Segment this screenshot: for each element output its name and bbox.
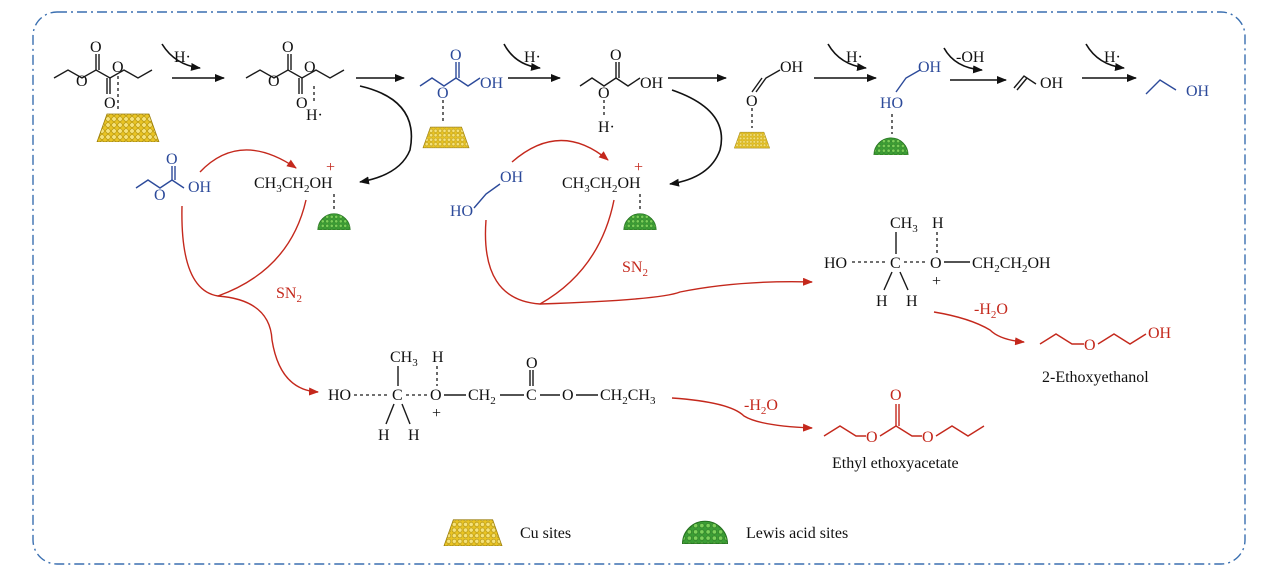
methyl-label: CH3 — [390, 349, 418, 369]
hydroxyl-label: HO — [450, 203, 473, 220]
positive-charge: + — [932, 273, 941, 290]
lewis-acid-site-icon — [873, 137, 909, 155]
lewis-acid-site-icon — [317, 213, 351, 230]
protonated-ethanol-right: CH3CH2OH + — [562, 159, 643, 210]
atom-h: H — [906, 293, 918, 310]
ethoxyethanol-product: O OH 2-Ethoxyethanol — [1039, 325, 1172, 386]
hydroxyl-label: OH — [1040, 75, 1064, 92]
cu-site-icon — [422, 126, 470, 149]
ethyl-glycolate-molecule: O O OH — [419, 47, 504, 122]
ethoxyethanol-transition-state: HO C CH3 H H O H + CH2CH2OH — [824, 215, 1051, 310]
ethanol-formula: CH3CH2OH — [562, 175, 641, 195]
positive-charge: + — [326, 159, 335, 176]
ethyl-group-label: CH2CH3 — [600, 387, 656, 407]
atom-o: O — [1084, 337, 1096, 354]
ethylene-glycol-nucleophile: OH HO — [450, 169, 524, 220]
atom-h: H — [432, 349, 444, 366]
atom-o: O — [437, 85, 449, 102]
h-radical-label: H· — [306, 107, 323, 124]
legend: Cu sites Lewis acid sites — [443, 519, 848, 546]
atom-o: O — [166, 151, 178, 168]
atom-o: O — [610, 47, 622, 64]
atom-c: C — [392, 387, 403, 404]
adsorbed-oxalate-molecule: O O O O H· — [245, 39, 345, 124]
atom-h: H — [932, 215, 944, 232]
hydroxyl-label: OH — [480, 75, 504, 92]
atom-o: O — [296, 95, 308, 112]
atom-o: O — [282, 39, 294, 56]
cu-site-icon — [734, 131, 770, 149]
methyl-label: CH3 — [890, 215, 918, 235]
hydroxyl-label: HO — [880, 95, 903, 112]
atom-o: O — [922, 429, 934, 446]
product-name-ethoxyacetate: Ethyl ethoxyacetate — [832, 455, 959, 472]
h-radical-label: H· — [524, 49, 541, 66]
hydroxyl-label: OH — [918, 59, 942, 76]
ethyl-glycolate-nucleophile: O O OH — [135, 151, 212, 204]
h-radical-label: H· — [846, 49, 863, 66]
diethyl-oxalate-molecule: O O O O — [53, 39, 153, 112]
water-loss-label-lower: -H2O — [744, 397, 778, 417]
sn2-label-right: SN2 — [622, 259, 648, 279]
atom-o: O — [930, 255, 942, 272]
hydroxyl-label: OH — [640, 75, 664, 92]
atom-c: C — [890, 255, 901, 272]
hydroxyl-label: OH — [188, 179, 212, 196]
h-radical-label: H· — [174, 49, 191, 66]
cu-site-icon — [96, 113, 160, 142]
h-radical-label: H· — [598, 119, 615, 136]
lewis-acid-site-icon — [623, 213, 657, 230]
atom-o: O — [866, 429, 878, 446]
atom-c: C — [526, 387, 537, 404]
methylene-label: CH2 — [468, 387, 496, 407]
lewis-acid-site-icon — [681, 520, 729, 544]
atom-o: O — [76, 73, 88, 90]
enol-intermediate-molecule: OH O — [746, 59, 804, 128]
atom-h: H — [378, 427, 390, 444]
hydroxyl-label: OH — [780, 59, 804, 76]
atom-o: O — [450, 47, 462, 64]
sn2-label-left: SN2 — [276, 285, 302, 305]
hydroxyl-loss-label: -OH — [956, 49, 985, 66]
atom-o: O — [154, 187, 166, 204]
h-radical-label: H· — [1104, 49, 1121, 66]
atom-o: O — [890, 387, 902, 404]
atom-o: O — [304, 59, 316, 76]
atom-o: O — [598, 85, 610, 102]
ethylene-glycol-molecule: OH HO — [880, 59, 942, 134]
ethanol-formula: CH3CH2OH — [254, 175, 333, 195]
protonated-ethanol-left: CH3CH2OH + — [254, 159, 335, 210]
atom-o: O — [562, 387, 574, 404]
diagram-border — [32, 11, 1246, 565]
positive-charge: + — [634, 159, 643, 176]
ether-chain-formula: CH2CH2OH — [972, 255, 1051, 275]
atom-o: O — [268, 73, 280, 90]
atom-o: O — [104, 95, 116, 112]
hydroxyl-label: HO — [824, 255, 847, 272]
atom-o: O — [430, 387, 442, 404]
atom-o: O — [526, 355, 538, 372]
ethyl-ethoxyacetate-product: O O O Ethyl ethoxyacetate — [823, 387, 985, 472]
legend-cu-label: Cu sites — [520, 525, 571, 542]
atom-h: H — [876, 293, 888, 310]
cu-site-icon — [443, 519, 503, 546]
atom-o: O — [746, 93, 758, 110]
hydroxyl-label: HO — [328, 387, 351, 404]
water-loss-label-right: -H2O — [974, 301, 1008, 321]
product-name-ethoxyethanol: 2-Ethoxyethanol — [1042, 369, 1149, 386]
vinyl-alcohol-molecule: OH — [1013, 75, 1064, 92]
hydroxyl-label: OH — [1186, 83, 1210, 100]
hydroxyl-label: OH — [500, 169, 524, 186]
positive-charge: + — [432, 405, 441, 422]
ethoxyacetate-transition-state: HO C CH3 H H O H + CH2 C O O CH2CH3 — [328, 349, 656, 444]
atom-o: O — [112, 59, 124, 76]
atom-o: O — [90, 39, 102, 56]
hydroxyl-label: OH — [1148, 325, 1172, 342]
atom-h: H — [408, 427, 420, 444]
ethanol-molecule: OH — [1145, 79, 1210, 100]
legend-lewis-label: Lewis acid sites — [746, 525, 848, 542]
adsorbed-glycolate-molecule: O O OH H· — [579, 47, 664, 136]
